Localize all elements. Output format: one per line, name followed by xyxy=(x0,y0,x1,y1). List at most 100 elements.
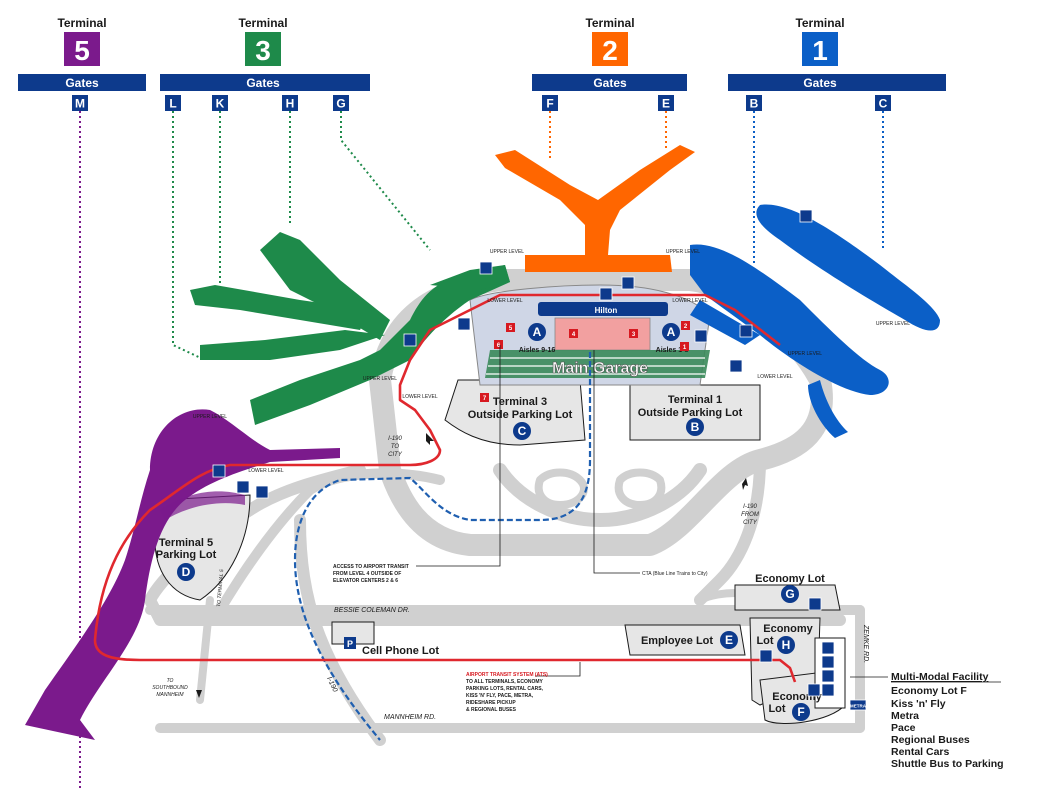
to-terminal-5: TO TERMINAL 5 xyxy=(216,569,225,607)
garage-hotel-label: Hilton xyxy=(595,306,618,315)
terminal-5-number: 5 xyxy=(74,35,90,66)
cta-line xyxy=(293,352,592,741)
callout-ats: AIRPORT TRANSIT SYSTEM (ATS) TO ALL TERM… xyxy=(466,662,581,713)
terminal-1-label: Terminal xyxy=(795,16,844,30)
economy-g-letter: G xyxy=(785,587,794,601)
gate-f: F xyxy=(546,97,553,111)
aisles-left: Aisles 9-16 xyxy=(519,347,556,354)
garage-name: Main Garage xyxy=(552,360,648,377)
t2-upper-level: UPPER LEVEL xyxy=(666,249,700,255)
bessie-coleman-dr: BESSIE COLEMAN DR. xyxy=(334,607,410,614)
ats-line2: TO ALL TERMINALS, ECONOMY xyxy=(466,679,544,685)
gate-m: M xyxy=(75,97,85,111)
bus-icon xyxy=(457,317,471,331)
elevator-2: 2 xyxy=(684,324,688,330)
i190-to-city-1: I-190 xyxy=(388,436,402,442)
bus-icon xyxy=(236,480,250,494)
economy-h-letter: H xyxy=(782,638,791,652)
ats-line6: & REGIONAL BUSES xyxy=(466,707,517,713)
economy-h-line1: Economy xyxy=(763,623,813,635)
t5-lot-line1: Terminal 5 xyxy=(159,537,213,549)
multimodal-item-4: Pace xyxy=(891,722,916,734)
ats-line1: AIRPORT TRANSIT SYSTEM (ATS) xyxy=(466,672,548,678)
arrow-icon xyxy=(742,478,748,490)
metra-badge: METRA xyxy=(850,704,867,709)
bus-icon xyxy=(821,683,835,697)
cta-label: CTA (Blue Line Trains to City) xyxy=(642,571,708,577)
bus-icon xyxy=(694,329,708,343)
terminal-1-gates-label: Gates xyxy=(803,76,837,90)
parking-icon xyxy=(808,597,822,611)
t1-lot-line2: Outside Parking Lot xyxy=(638,407,743,419)
multimodal-title: Multi-Modal Facility xyxy=(891,671,989,683)
gate-k: K xyxy=(216,97,225,111)
i190-to-city-2: TO xyxy=(391,444,400,450)
bus-icon xyxy=(799,209,813,223)
zemke-rd: ZEMKE RD. xyxy=(862,624,869,663)
t1-upper-level: UPPER LEVEL xyxy=(788,351,822,357)
multimodal-item-1: Economy Lot F xyxy=(891,685,967,697)
terminal-3-number: 3 xyxy=(255,35,271,66)
callout-cta: CTA (Blue Line Trains to City) xyxy=(593,350,708,577)
arrow-icon xyxy=(426,433,434,445)
garage-a-right-badge: A xyxy=(662,323,680,341)
terminal-3-building xyxy=(190,232,510,425)
elevator-5: 5 xyxy=(509,326,513,332)
ats-line4: KISS 'N' FLY, PACE, METRA, xyxy=(466,693,534,699)
gate-b: B xyxy=(750,97,759,111)
metra-badge-bg xyxy=(849,699,867,711)
direction-arrows xyxy=(196,433,748,698)
multimodal-item-6: Rental Cars xyxy=(891,746,950,758)
bus-icon xyxy=(255,485,269,499)
elevator-1: 1 xyxy=(683,345,687,351)
t1-upper-level-far: UPPER LEVEL xyxy=(876,321,910,327)
multimodal-item-2: Kiss 'n' Fly xyxy=(891,698,946,710)
employee-lot-letter: E xyxy=(725,633,733,647)
bus-icon xyxy=(599,287,613,301)
terminal-3-label: Terminal xyxy=(238,16,287,30)
terminal-5-building xyxy=(25,409,340,740)
t3-upper-level: UPPER LEVEL xyxy=(490,249,524,255)
to-southbound-3: MANNHEIM xyxy=(156,692,184,698)
t3-lot-letter: C xyxy=(518,424,527,438)
t1-outside-lot-shape xyxy=(629,384,761,441)
economy-f-line2: Lot xyxy=(768,703,785,715)
t5-lower-level: LOWER LEVEL xyxy=(248,468,284,474)
aisles-right: Aisles 1-8 xyxy=(656,347,689,354)
multimodal-legend: Multi-Modal Facility Economy Lot F Kiss … xyxy=(850,671,1004,770)
to-southbound-1: TO xyxy=(167,678,174,684)
terminal-1-building xyxy=(690,204,940,438)
terminal-2-gates-label: Gates xyxy=(593,76,627,90)
gate-c: C xyxy=(879,97,888,111)
employee-lot-shape xyxy=(624,624,746,656)
t5-upper-level: UPPER LEVEL xyxy=(193,414,227,420)
i190-to-city-3: CITY xyxy=(388,452,403,458)
ats-access-line1: ACCESS TO AIRPORT TRANSIT xyxy=(333,564,409,570)
terminal-5-header: Terminal 5 Gates M xyxy=(18,16,146,111)
bus-icon xyxy=(729,359,743,373)
ats-line3: PARKING LOTS, RENTAL CARS, xyxy=(466,686,544,692)
cell-phone-icon-letter: P xyxy=(347,639,353,649)
shuttle-icon xyxy=(759,649,773,663)
bus-icon xyxy=(621,276,635,290)
terminal-2-label: Terminal xyxy=(585,16,634,30)
bus-icon xyxy=(821,641,835,655)
gate-l: L xyxy=(169,97,176,111)
gate-h: H xyxy=(286,97,295,111)
car-icon xyxy=(821,655,835,669)
t3-upper-level-left: UPPER LEVEL xyxy=(363,376,397,382)
ats-access-line2: FROM LEVEL 4 OUTSIDE OF xyxy=(333,571,401,577)
multimodal-item-5: Regional Buses xyxy=(891,734,970,746)
terminal-2-building xyxy=(495,145,695,272)
t1-lower-level-right: LOWER LEVEL xyxy=(757,374,793,380)
ats-line5: RIDESHARE PICKUP xyxy=(466,700,516,706)
economy-g-label: Economy Lot xyxy=(755,573,825,585)
terminal-5-gates-label: Gates xyxy=(65,76,99,90)
ats-line xyxy=(93,293,797,683)
callout-ats-access: ACCESS TO AIRPORT TRANSIT FROM LEVEL 4 O… xyxy=(333,345,501,584)
bus-icon xyxy=(479,261,493,275)
terminal-3-header: Terminal 3 Gates L K H G xyxy=(160,16,370,111)
multimodal-item-3: Metra xyxy=(891,710,919,722)
bus-icon xyxy=(821,669,835,683)
ats-access-line3: ELEVATOR CENTERS 2 & 6 xyxy=(333,578,398,584)
